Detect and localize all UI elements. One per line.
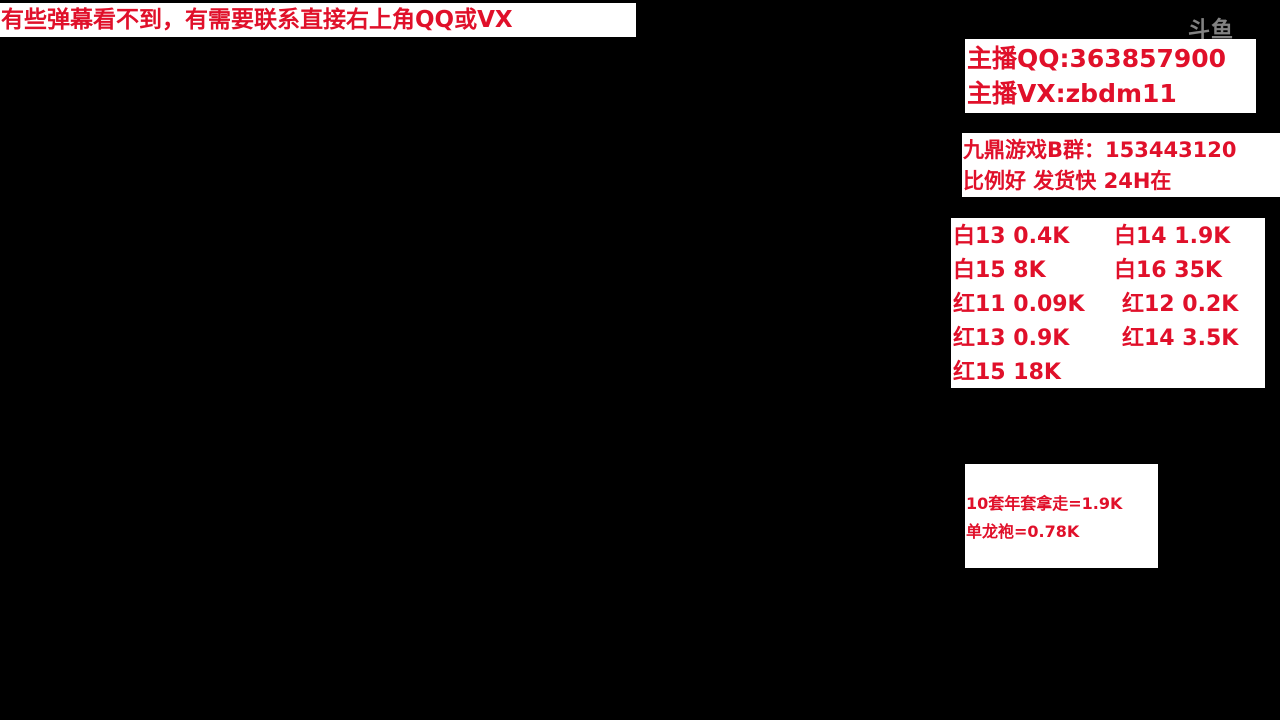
price-row: 红15 18K <box>952 356 1265 388</box>
price-item: 红12 0.2K <box>1122 292 1239 317</box>
set-offer-panel: 10套年套拿走=1.9K 单龙袍=0.78K <box>965 464 1158 568</box>
price-row: 红11 0.09K 红12 0.2K <box>952 288 1265 322</box>
full-set-offer-text: 10套年套拿走=1.9K <box>966 494 1123 513</box>
streamer-vx-text: 主播VX:zbdm11 <box>967 79 1177 108</box>
price-row: 白13 0.4K 白14 1.9K <box>952 220 1265 254</box>
price-item: 红15 18K <box>953 360 1061 385</box>
notice-banner: 有些弹幕看不到，有需要联系直接右上角QQ或VX <box>0 3 636 37</box>
price-item: 红13 0.9K <box>953 326 1070 351</box>
group-number-text: 九鼎游戏B群：153443120 <box>963 138 1237 162</box>
platform-watermark-logo: 斗鱼 <box>1188 18 1235 43</box>
streamer-qq-text: 主播QQ:363857900 <box>967 44 1227 73</box>
service-slogan-text: 比例好 发货快 24H在 <box>963 169 1172 193</box>
price-row: 白15 8K 白16 35K <box>952 254 1265 288</box>
price-item: 红14 3.5K <box>1122 326 1239 351</box>
price-item: 白15 8K <box>953 258 1046 283</box>
price-item: 白14 1.9K <box>1114 224 1231 249</box>
price-list-panel: 白13 0.4K 白14 1.9K 白15 8K 白16 35K 红11 0.0… <box>951 218 1265 388</box>
price-item: 红11 0.09K <box>953 292 1085 317</box>
price-item: 白13 0.4K <box>953 224 1070 249</box>
dragon-robe-offer-text: 单龙袍=0.78K <box>966 522 1080 541</box>
price-item: 白16 35K <box>1114 258 1222 283</box>
contact-panel: 主播QQ:363857900 主播VX:zbdm11 <box>965 39 1256 113</box>
group-info-panel: 九鼎游戏B群：153443120 比例好 发货快 24H在 <box>962 133 1280 197</box>
price-row: 红13 0.9K 红14 3.5K <box>952 322 1265 356</box>
